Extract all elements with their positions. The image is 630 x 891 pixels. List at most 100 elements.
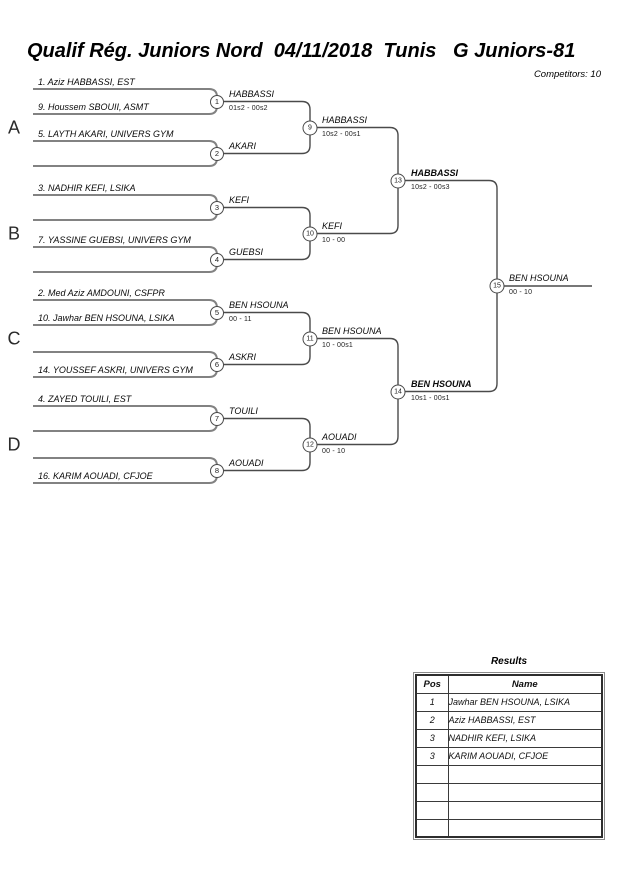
competitor-label: 2. Med Aziz AMDOUNI, CSFPR: [38, 288, 165, 298]
result-pos: 1: [415, 692, 449, 712]
winner-line-m9: [310, 126, 399, 181]
winner-line-m11: [310, 337, 399, 392]
result-name: [447, 782, 603, 802]
match-winner-12: AOUADI: [322, 431, 357, 442]
results-row: 3 KARIM AOUADI, CFJOE: [415, 746, 603, 766]
result-name: NADHIR KEFI, LSIKA: [447, 728, 603, 748]
results-table: Pos Name 1 Jawhar BEN HSOUNA, LSIKA 2 Az…: [413, 672, 605, 840]
results-row-empty: [415, 800, 603, 820]
match-score-9: 10s2 - 00s1: [322, 130, 361, 138]
match-score-11: 10 - 00s1: [322, 341, 353, 349]
group-label-d: D: [7, 434, 21, 454]
match-number-15: 15: [489, 278, 505, 294]
entry-bracket-d1: [33, 405, 218, 432]
match-score-1: 01s2 - 00s2: [229, 104, 268, 112]
result-name: Jawhar BEN HSOUNA, LSIKA: [447, 692, 603, 712]
result-pos: [415, 818, 449, 838]
match-winner-3: KEFI: [229, 194, 250, 205]
match-number-11: 11: [302, 331, 318, 346]
competitors-count: Competitors: 10: [533, 69, 601, 80]
results-row-empty: [415, 764, 603, 784]
winner-line-m2: [217, 127, 311, 155]
competitor-label: 16. KARIM AOUADI, CFJOE: [38, 471, 153, 481]
match-winner-8: AOUADI: [229, 457, 264, 468]
match-winner-10: KEFI: [322, 220, 343, 231]
winner-line-m7: [217, 417, 311, 445]
match-number-5: 5: [210, 305, 224, 320]
result-name: [447, 764, 603, 784]
match-winner-9: HABBASSI: [322, 114, 368, 125]
competitor-label: 9. Houssem SBOUII, ASMT: [38, 102, 149, 112]
winner-line-m3: [217, 206, 311, 234]
result-pos: [415, 800, 449, 820]
result-name: [447, 800, 603, 820]
results-row-empty: [415, 782, 603, 802]
match-winner-1: HABBASSI: [229, 88, 275, 99]
match-winner-15: BEN HSOUNA: [509, 273, 569, 283]
match-score-10: 10 - 00: [322, 236, 346, 244]
results-row-empty: [415, 818, 603, 838]
winner-line-m12: [310, 391, 399, 446]
results-col-pos: Pos: [415, 674, 449, 694]
match-number-2: 2: [210, 146, 224, 161]
match-number-14: 14: [390, 384, 406, 399]
match-score-15: 00 - 10: [509, 289, 533, 296]
group-label-c: C: [7, 328, 21, 348]
match-number-1: 1: [210, 94, 224, 109]
entry-bracket-b2: [33, 246, 218, 273]
match-score-13: 10s2 - 00s3: [411, 183, 450, 191]
result-pos: [415, 782, 449, 802]
match-winner-2: AKARI: [229, 140, 257, 151]
match-score-5: 00 - 11: [229, 315, 252, 323]
match-number-10: 10: [302, 226, 318, 241]
winner-line-m14: [398, 286, 498, 393]
match-score-14: 10s1 - 00s1: [411, 394, 450, 402]
result-pos: 2: [415, 710, 449, 730]
winner-line-m1: [217, 100, 311, 128]
competitor-label: 10. Jawhar BEN HSOUNA, LSIKA: [38, 313, 175, 323]
match-winner-11: BEN HSOUNA: [322, 325, 382, 336]
match-winner-13: HABBASSI: [411, 167, 459, 178]
result-name: KARIM AOUADI, CFJOE: [447, 746, 603, 766]
match-number-8: 8: [210, 463, 224, 478]
results-row: 1 Jawhar BEN HSOUNA, LSIKA: [415, 692, 603, 712]
entry-bracket-b1: [33, 194, 218, 221]
match-score-12: 00 - 10: [322, 447, 346, 455]
match-winner-14: BEN HSOUNA: [411, 378, 472, 389]
winner-line-m6: [217, 338, 311, 366]
match-number-7: 7: [210, 411, 224, 426]
competitor-label: 4. ZAYED TOUILI, EST: [38, 394, 132, 404]
competitor-label: 7. YASSINE GUEBSI, UNIVERS GYM: [38, 235, 191, 245]
results-row: 3 NADHIR KEFI, LSIKA: [415, 728, 603, 748]
result-name: Aziz HABBASSI, EST: [447, 710, 603, 730]
winner-line-m8: [217, 444, 311, 472]
result-pos: 3: [415, 746, 449, 766]
match-number-9: 9: [302, 120, 318, 135]
match-number-3: 3: [210, 200, 224, 215]
competitor-label: 3. NADHIR KEFI, LSIKA: [38, 183, 136, 193]
results-col-name: Name: [447, 674, 603, 694]
results-header-row: Pos Name: [415, 674, 603, 694]
group-label-b: B: [7, 223, 21, 243]
competitor-label: 5. LAYTH AKARI, UNIVERS GYM: [38, 129, 174, 139]
results-title: Results: [490, 656, 528, 667]
match-winner-5: BEN HSOUNA: [229, 299, 289, 310]
competitor-label: 1. Aziz HABBASSI, EST: [38, 77, 135, 87]
entry-bracket-a2: [33, 140, 218, 167]
match-winner-4: GUEBSI: [229, 246, 264, 257]
group-label-a: A: [7, 117, 21, 137]
result-name: [447, 818, 603, 838]
result-pos: 3: [415, 728, 449, 748]
winner-line-m4: [217, 233, 311, 261]
page-title: Qualif Rég. Juniors Nord 04/11/2018 Tuni…: [27, 40, 576, 62]
match-number-12: 12: [302, 437, 318, 452]
competitor-label: 14. YOUSSEF ASKRI, UNIVERS GYM: [38, 365, 193, 375]
winner-line-m13: [398, 179, 498, 286]
match-number-4: 4: [210, 252, 224, 267]
winner-line-m10: [310, 180, 399, 235]
winner-line-m5: [217, 311, 311, 339]
result-pos: [415, 764, 449, 784]
match-winner-7: TOUILI: [229, 405, 258, 416]
match-winner-6: ASKRI: [229, 351, 257, 362]
